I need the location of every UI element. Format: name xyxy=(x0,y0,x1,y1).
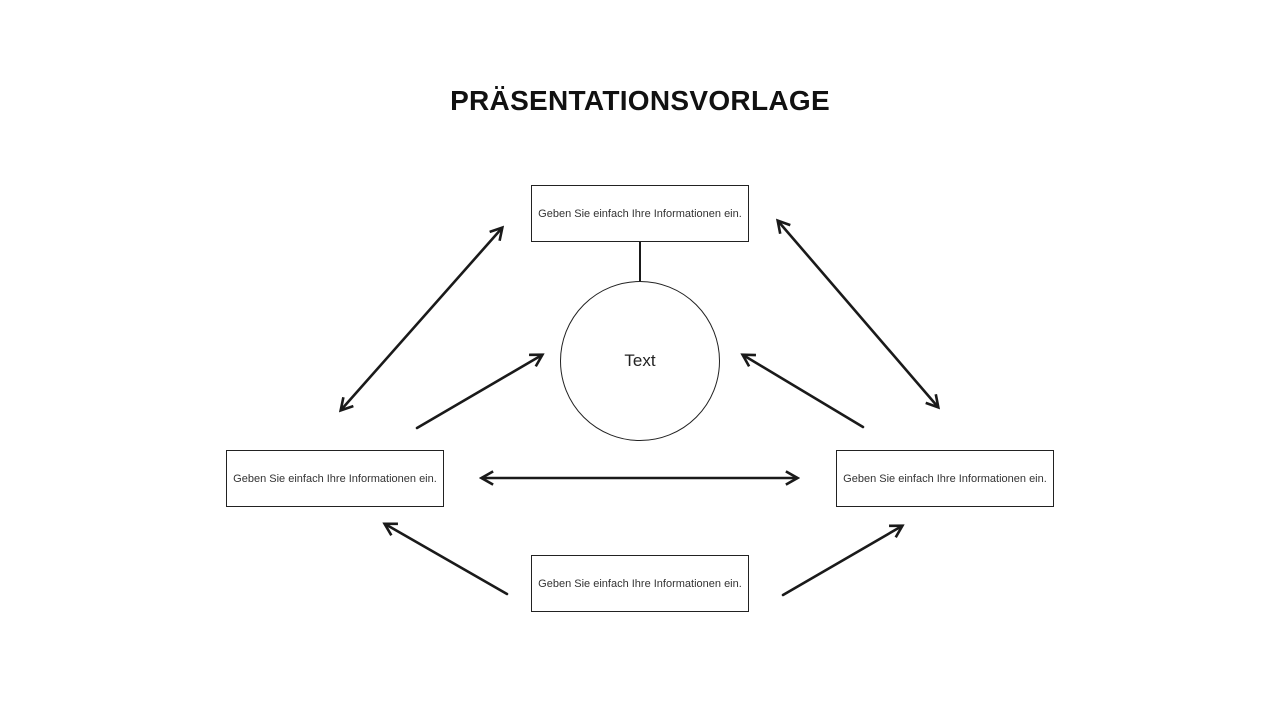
arrow-left-to-circle xyxy=(415,355,542,430)
arrow-bottom-to-left xyxy=(385,524,509,596)
info-box-top-label: Geben Sie einfach Ihre Informationen ein… xyxy=(538,207,742,220)
center-circle[interactable]: Text xyxy=(560,281,720,441)
info-box-top[interactable]: Geben Sie einfach Ihre Informationen ein… xyxy=(531,185,749,242)
arrow-double-upper-left xyxy=(341,228,502,410)
info-box-left-label: Geben Sie einfach Ihre Informationen ein… xyxy=(233,472,437,485)
arrow-bottom-to-right xyxy=(781,526,902,597)
arrow-right-to-circle xyxy=(743,355,865,429)
arrow-double-upper-right xyxy=(778,221,938,407)
info-box-right-label: Geben Sie einfach Ihre Informationen ein… xyxy=(843,472,1047,485)
center-circle-label: Text xyxy=(624,351,656,370)
info-box-left[interactable]: Geben Sie einfach Ihre Informationen ein… xyxy=(226,450,444,507)
info-box-right[interactable]: Geben Sie einfach Ihre Informationen ein… xyxy=(836,450,1054,507)
slide-title[interactable]: PRÄSENTATIONSVORLAGE xyxy=(450,85,830,116)
info-box-bottom[interactable]: Geben Sie einfach Ihre Informationen ein… xyxy=(531,555,749,612)
info-box-bottom-label: Geben Sie einfach Ihre Informationen ein… xyxy=(538,577,742,590)
